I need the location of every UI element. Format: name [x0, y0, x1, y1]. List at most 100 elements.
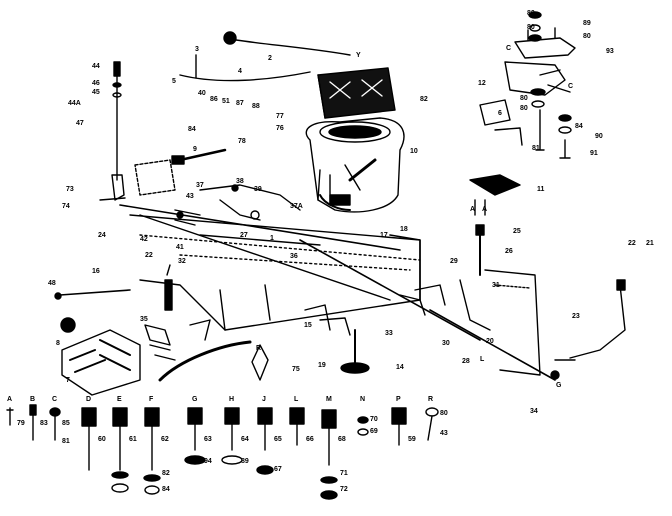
- callout-label: 20: [486, 338, 494, 345]
- callout-label: L: [480, 356, 485, 363]
- callout-label: 75: [292, 366, 300, 373]
- callout-label: 43: [186, 193, 194, 200]
- callout-label: 27: [240, 232, 248, 239]
- hardware-letter: N: [360, 396, 366, 403]
- hardware-number: 80: [440, 410, 448, 417]
- left-lift-rod: [99, 61, 126, 201]
- callout-label: 35: [140, 316, 148, 323]
- callout-label: 93: [606, 48, 614, 55]
- callout-label: 45: [92, 89, 100, 96]
- hardware-letter: P: [396, 396, 401, 403]
- callout-label: 84: [188, 126, 196, 133]
- hardware-number: 66: [306, 436, 314, 443]
- hardware-letter: L: [294, 396, 299, 403]
- callout-label: 42: [140, 236, 148, 243]
- callout-label: 88: [252, 103, 260, 110]
- lower-left-components: [60, 264, 269, 396]
- callout-label: 17: [380, 232, 388, 239]
- hardware-number: 81: [62, 438, 70, 445]
- callout-label: 1: [270, 235, 274, 242]
- callout-label: 10: [410, 148, 418, 155]
- hardware-letter: A: [7, 396, 13, 403]
- callout-label: 37A: [290, 203, 303, 210]
- callout-label: 34: [530, 408, 538, 415]
- cross-shafts: [54, 204, 556, 381]
- callout-label: 38: [236, 178, 244, 185]
- callout-label: 37: [196, 182, 204, 189]
- callout-label: A: [482, 206, 488, 213]
- hardware-number: 63: [204, 436, 212, 443]
- hardware-number: 72: [340, 486, 348, 493]
- callout-label: 87: [236, 100, 244, 107]
- callout-label: 26: [505, 248, 513, 255]
- hardware-number: 82: [162, 470, 170, 477]
- hardware-number: 62: [161, 436, 169, 443]
- callout-label: 33: [385, 330, 393, 337]
- hardware-row: [6, 404, 439, 500]
- callout-label: 25: [513, 228, 521, 235]
- callout-label: 80: [527, 24, 535, 31]
- callout-label: 81: [532, 145, 540, 152]
- lever-11: [469, 174, 521, 276]
- callout-label: 23: [572, 313, 580, 320]
- hardware-letter: H: [229, 396, 235, 403]
- callout-label: 5: [172, 78, 176, 85]
- hardware-number: 68: [338, 436, 346, 443]
- callout-label: 80: [520, 95, 528, 102]
- callout-label: 14: [396, 364, 404, 371]
- callout-label: 16: [92, 268, 100, 275]
- hardware-number: 60: [98, 436, 106, 443]
- callout-label: G: [556, 382, 562, 389]
- callout-label: 39: [254, 186, 262, 193]
- callout-label: 40: [198, 90, 206, 97]
- callout-label: 77: [276, 113, 284, 120]
- callout-label: 78: [238, 138, 246, 145]
- hardware-letter: J: [262, 396, 266, 403]
- hardware-number: 84: [162, 486, 170, 493]
- callout-label: 36: [290, 253, 298, 260]
- hardware-number: 61: [129, 436, 137, 443]
- hardware-number: 67: [274, 466, 282, 473]
- seat-part-82: [317, 67, 396, 119]
- callout-label: 89: [583, 20, 591, 27]
- hardware-letter: G: [192, 396, 198, 403]
- hardware-number: 59: [408, 436, 416, 443]
- callout-label: 44: [92, 63, 100, 70]
- callout-label: 80: [527, 10, 535, 17]
- hardware-number: 43: [440, 430, 448, 437]
- callout-label: 22: [145, 252, 153, 259]
- hardware-letter: F: [149, 396, 154, 403]
- callout-label: 82: [420, 96, 428, 103]
- callout-label: 30: [442, 340, 450, 347]
- callout-label: 11: [537, 186, 545, 193]
- callout-label: 86: [210, 96, 218, 103]
- hardware-number: 85: [62, 420, 70, 427]
- callout-label: 51: [222, 98, 230, 105]
- center-brake-parts: [304, 279, 491, 374]
- callout-label: 29: [450, 258, 458, 265]
- main-frame: [129, 159, 541, 376]
- callout-label: 80: [520, 105, 528, 112]
- upper-right-bracket-assembly: [479, 11, 576, 159]
- hardware-letter: M: [326, 396, 332, 403]
- callout-label: C: [506, 45, 512, 52]
- hardware-number: 83: [40, 420, 48, 427]
- callout-label: Y: [356, 52, 361, 59]
- callout-label: 73: [66, 186, 74, 193]
- callout-label: 44A: [68, 100, 81, 107]
- callout-label: 74: [62, 203, 70, 210]
- callout-label: 48: [48, 280, 56, 287]
- callout-label: C: [568, 83, 574, 90]
- throttle-cable: [179, 31, 351, 82]
- hardware-number: 64: [241, 436, 249, 443]
- transmission-housing-10: [305, 117, 405, 213]
- callout-label: 15: [304, 322, 312, 329]
- callout-label: 19: [318, 362, 326, 369]
- hardware-letter: E: [117, 396, 122, 403]
- shift-lever-assembly: [171, 148, 301, 226]
- callout-label: 9: [193, 146, 197, 153]
- hardware-number: 79: [17, 420, 25, 427]
- callout-label: 8: [56, 340, 60, 347]
